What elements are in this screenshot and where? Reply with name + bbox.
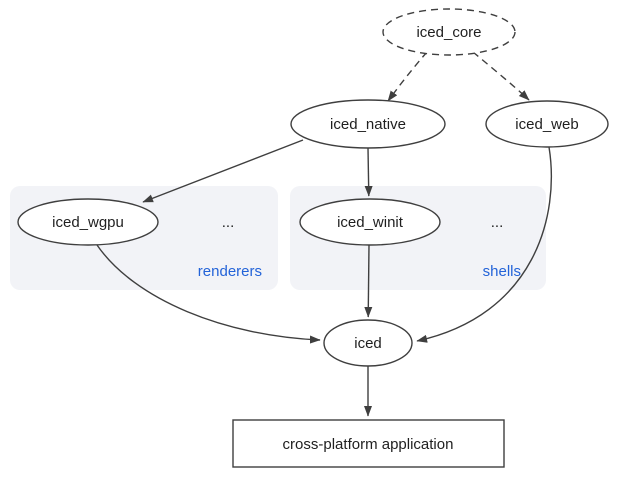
renderers-cluster-label: renderers (198, 263, 262, 280)
node-iced-wgpu-shape (17, 198, 159, 246)
edge-iced-wgpu-to-iced (96, 244, 321, 344)
edge-iced-web-to-iced (416, 146, 552, 343)
node-iced-winit-shape (299, 198, 441, 246)
node-iced-web-shape (485, 100, 609, 148)
node-application-shape (232, 419, 505, 468)
shells-ellipsis: ... (491, 214, 504, 231)
edge-iced-core-to-iced-web (472, 51, 530, 101)
node-iced-label: iced (354, 335, 382, 352)
renderers-ellipsis: ... (222, 214, 235, 231)
node-iced-shape (323, 319, 413, 367)
node-iced-native-label: iced_native (330, 116, 406, 133)
edge-iced-core-to-iced-native (387, 51, 428, 102)
node-iced-core-shape (382, 8, 516, 56)
node-iced-web-label: iced_web (515, 116, 578, 133)
node-iced-winit-label: iced_winit (337, 214, 404, 231)
edge-iced-winit-to-iced (364, 244, 373, 318)
node-application-label: cross-platform application (283, 436, 454, 453)
node-iced-native-shape (290, 99, 446, 149)
node-iced-core-label: iced_core (416, 24, 481, 41)
shells-cluster-label: shells (483, 263, 521, 280)
node-iced-wgpu-label: iced_wgpu (52, 214, 124, 231)
edge-iced-native-to-iced-winit (364, 147, 373, 197)
edge-iced-native-to-iced-wgpu (142, 139, 304, 203)
